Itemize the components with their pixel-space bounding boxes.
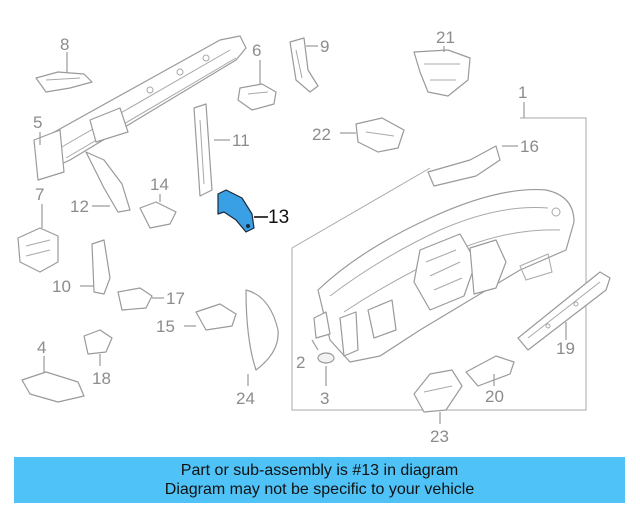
part-6-bracket[interactable] [237, 60, 277, 111]
part-24-glovebox-lid[interactable] [245, 289, 279, 386]
callout-22: 22 [312, 125, 331, 144]
part-13-highlighted-bracket[interactable] [217, 189, 268, 233]
part-20-bracket[interactable] [465, 355, 515, 387]
part-19-rail[interactable] [517, 271, 611, 351]
callout-14: 14 [150, 175, 169, 194]
callout-6: 6 [252, 41, 261, 60]
callout-16: 16 [520, 137, 539, 156]
callout-13: 13 [268, 207, 289, 228]
part-3-knob[interactable] [317, 352, 335, 386]
part-23-bracket[interactable] [413, 369, 463, 424]
part-11-bracket[interactable] [193, 103, 230, 197]
callout-1: 1 [518, 83, 527, 102]
parts-diagram: 8 5 6 9 21 11 [17, 28, 611, 446]
callout-2: 2 [296, 353, 305, 372]
part-8-bracket[interactable] [35, 52, 93, 93]
callout-7: 7 [35, 185, 44, 204]
part-16-bracket[interactable] [427, 145, 518, 187]
callout-20: 20 [485, 387, 504, 406]
part-21-bracket[interactable] [413, 46, 471, 97]
callout-3: 3 [320, 389, 329, 408]
part-10-bracket[interactable] [80, 239, 111, 295]
callout-19: 19 [556, 339, 575, 358]
part-18-bracket[interactable] [83, 329, 113, 366]
part-22-bracket[interactable] [340, 117, 405, 153]
part-7-bracket[interactable] [17, 204, 59, 273]
callout-12: 12 [70, 197, 89, 216]
part-1-instrument-panel[interactable] [291, 102, 587, 411]
part-9-bracket[interactable] [289, 37, 319, 93]
callout-18: 18 [92, 369, 111, 388]
crossmember-beam [33, 35, 247, 181]
banner-line-1: Part or sub-assembly is #13 in diagram [180, 462, 459, 479]
part-17-bracket[interactable] [117, 287, 164, 311]
callout-10: 10 [52, 277, 71, 296]
callout-15: 15 [156, 317, 175, 336]
callout-11: 11 [232, 131, 250, 150]
callout-4: 4 [37, 338, 46, 357]
callout-24: 24 [236, 389, 255, 408]
callout-5: 5 [33, 113, 42, 132]
callout-9: 9 [320, 37, 329, 56]
callout-21: 21 [436, 28, 455, 47]
part-14-bracket[interactable] [139, 194, 177, 229]
part-4-bracket[interactable] [21, 356, 85, 403]
part-12-gusset[interactable] [85, 151, 131, 213]
banner-line-2: Diagram may not be specific to your vehi… [164, 481, 475, 498]
part-2-clip[interactable] [311, 311, 331, 351]
callout-8: 8 [60, 35, 69, 54]
part-15-bracket[interactable] [184, 303, 237, 331]
info-banner: Part or sub-assembly is #13 in diagram D… [14, 457, 625, 503]
callout-23: 23 [430, 427, 449, 446]
callout-17: 17 [166, 289, 185, 308]
